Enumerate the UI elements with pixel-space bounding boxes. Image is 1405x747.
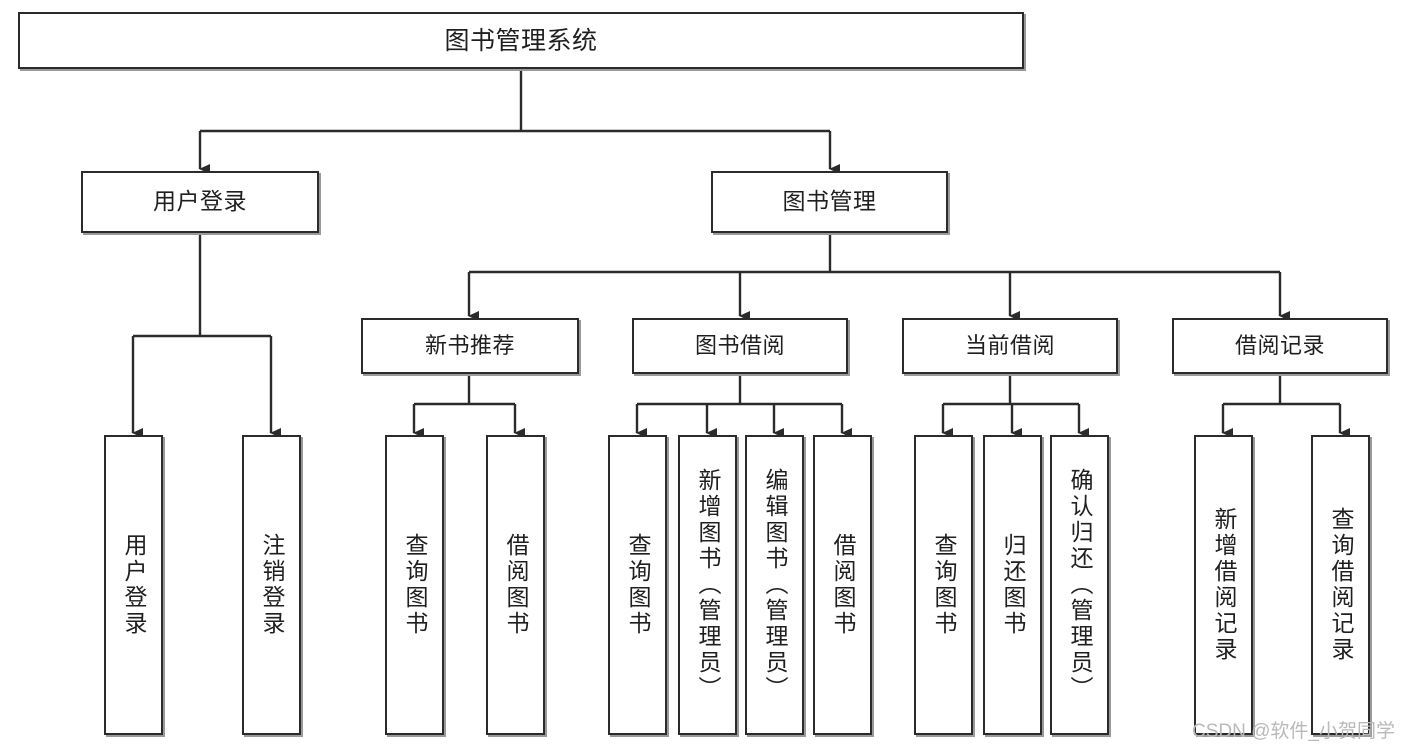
node-label-user-login: 用户登录 [153, 188, 247, 215]
node-label-root: 图书管理系统 [444, 26, 598, 55]
node-label-leaf-query-book-current: 查询图书 [931, 533, 957, 637]
node-book-borrow[interactable]: 图书借阅 [632, 318, 848, 374]
node-label-leaf-query-borrow-record: 查询借阅记录 [1328, 507, 1354, 663]
node-leaf-confirm-return-admin[interactable]: 确认归还（管理员） [1050, 435, 1109, 735]
node-leaf-query-borrow-record[interactable]: 查询借阅记录 [1311, 435, 1370, 735]
node-leaf-query-book-borrow[interactable]: 查询图书 [608, 435, 667, 735]
node-label-leaf-borrow-book-rec: 借阅图书 [503, 533, 529, 637]
node-root[interactable]: 图书管理系统 [18, 12, 1024, 69]
node-leaf-add-borrow-record[interactable]: 新增借阅记录 [1194, 435, 1253, 735]
node-label-leaf-user-login: 用户登录 [121, 533, 147, 637]
node-leaf-user-login[interactable]: 用户登录 [104, 435, 163, 735]
node-label-book-manage: 图书管理 [782, 188, 877, 215]
node-leaf-borrow-book[interactable]: 借阅图书 [813, 435, 872, 735]
node-leaf-query-book-rec[interactable]: 查询图书 [385, 435, 444, 735]
node-label-borrow-record: 借阅记录 [1234, 332, 1325, 358]
node-label-leaf-borrow-book: 借阅图书 [830, 533, 856, 637]
node-label-leaf-edit-book-admin: 编辑图书（管理员） [762, 468, 788, 702]
node-leaf-edit-book-admin[interactable]: 编辑图书（管理员） [745, 435, 804, 735]
node-label-leaf-logout-login: 注销登录 [259, 533, 285, 637]
node-book-manage[interactable]: 图书管理 [711, 171, 948, 233]
node-leaf-logout-login[interactable]: 注销登录 [242, 435, 301, 735]
node-label-book-borrow: 图书借阅 [694, 332, 785, 358]
node-label-new-book-recommend: 新书推荐 [424, 332, 515, 358]
node-leaf-query-book-current[interactable]: 查询图书 [914, 435, 973, 735]
node-label-leaf-query-book-borrow: 查询图书 [625, 533, 651, 637]
node-label-leaf-confirm-return-admin: 确认归还（管理员） [1067, 468, 1093, 702]
node-leaf-add-book-admin[interactable]: 新增图书（管理员） [678, 435, 737, 735]
node-label-leaf-add-book-admin: 新增图书（管理员） [695, 468, 721, 702]
node-leaf-borrow-book-rec[interactable]: 借阅图书 [486, 435, 545, 735]
node-label-leaf-add-borrow-record: 新增借阅记录 [1211, 507, 1237, 663]
node-new-book-recommend[interactable]: 新书推荐 [361, 318, 579, 374]
node-label-leaf-query-book-rec: 查询图书 [402, 533, 428, 637]
node-user-login[interactable]: 用户登录 [81, 171, 319, 233]
node-current-borrow[interactable]: 当前借阅 [902, 318, 1118, 374]
node-label-leaf-return-book: 归还图书 [1000, 533, 1026, 637]
node-borrow-record[interactable]: 借阅记录 [1172, 318, 1388, 374]
node-leaf-return-book[interactable]: 归还图书 [983, 435, 1042, 735]
node-label-current-borrow: 当前借阅 [964, 332, 1055, 358]
